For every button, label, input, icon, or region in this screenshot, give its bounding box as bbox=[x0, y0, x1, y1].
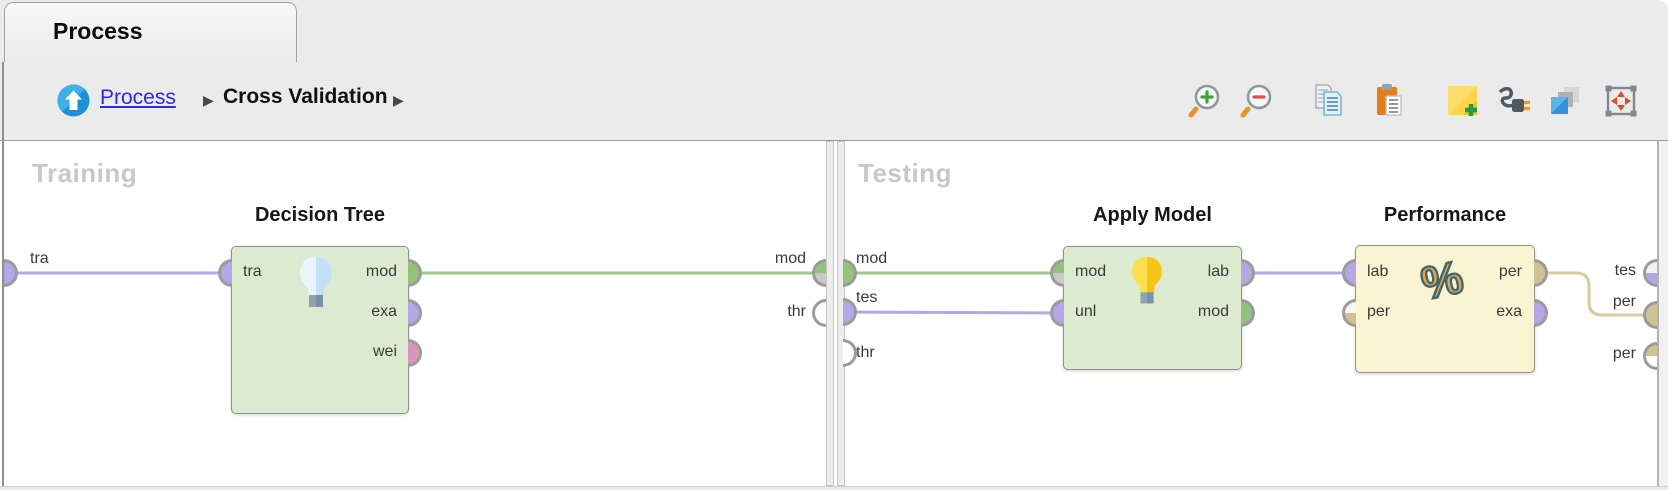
port-divider-left-mod-label: mod bbox=[774, 250, 806, 267]
lightbulb-icon bbox=[1132, 256, 1162, 304]
port-decision-tree-tra-label: tra bbox=[243, 263, 262, 280]
paste-button[interactable] bbox=[1370, 82, 1408, 120]
port-wall-tes-label: tes bbox=[1614, 262, 1636, 279]
add-note-icon bbox=[1448, 86, 1477, 116]
navigate-up-icon[interactable] bbox=[57, 84, 90, 117]
port-performance-exa-label: exa bbox=[1496, 303, 1522, 320]
port-wall-per-2-label: per bbox=[1612, 345, 1636, 362]
svg-text:%: % bbox=[1417, 252, 1468, 308]
port-performance-per-out-label: per bbox=[1498, 263, 1522, 280]
zoom-in-button[interactable] bbox=[1186, 82, 1224, 120]
testing-panel-label: Testing bbox=[858, 158, 953, 188]
port-apply-model-mod-out-label: mod bbox=[1197, 303, 1229, 320]
breadcrumb-current: Cross Validation bbox=[223, 85, 388, 108]
port-apply-model-unl-label: unl bbox=[1075, 303, 1097, 320]
lightbulb-icon bbox=[300, 257, 332, 307]
training-panel-label: Training bbox=[32, 158, 138, 188]
panel-bottom-edge bbox=[0, 486, 1668, 490]
panel-left-edge bbox=[2, 62, 4, 486]
port-performance-per-in-label: per bbox=[1367, 303, 1391, 320]
fit-to-view-button[interactable] bbox=[1602, 82, 1640, 120]
operator-performance-title: Performance bbox=[1383, 204, 1507, 226]
operator-decision-tree-title: Decision Tree bbox=[254, 204, 386, 226]
port-divider-left-thr[interactable] bbox=[812, 299, 826, 327]
port-wall-per-2[interactable] bbox=[1643, 342, 1657, 370]
auto-wire-button[interactable] bbox=[1496, 82, 1534, 120]
zoom-out-button[interactable] bbox=[1238, 82, 1276, 120]
port-apply-model-unl[interactable] bbox=[1050, 299, 1064, 327]
port-decision-tree-exa-label: exa bbox=[371, 303, 397, 320]
port-wall-tra-label: tra bbox=[30, 250, 49, 267]
port-divider-right-tes-label: tes bbox=[856, 289, 878, 306]
port-decision-tree-tra[interactable] bbox=[218, 259, 232, 287]
port-performance-lab-label: lab bbox=[1367, 263, 1389, 280]
panel-right-edge bbox=[1657, 141, 1668, 486]
add-note-button[interactable] bbox=[1444, 82, 1482, 120]
port-divider-left-thr-label: thr bbox=[787, 303, 806, 320]
zoom-in-icon bbox=[1188, 84, 1220, 118]
port-divider-right-mod-label: mod bbox=[856, 250, 888, 267]
port-divider-right-thr-label: thr bbox=[856, 344, 875, 361]
breadcrumb-link-process[interactable]: Process bbox=[100, 86, 176, 109]
operator-performance[interactable] bbox=[1355, 245, 1535, 373]
paste-icon bbox=[1377, 84, 1402, 116]
arrange-operators-icon bbox=[1551, 87, 1579, 114]
port-apply-model-mod-label: mod bbox=[1075, 263, 1107, 280]
wire-tes-to-apply-model-unl[interactable] bbox=[843, 310, 1065, 315]
auto-wire-icon bbox=[1499, 87, 1530, 112]
percent-icon: % bbox=[1415, 252, 1468, 308]
breadcrumb-separator-icon: ▶ bbox=[203, 92, 214, 108]
subprocess-divider bbox=[826, 141, 834, 486]
copy-button[interactable] bbox=[1310, 82, 1348, 120]
port-performance-per-in[interactable] bbox=[1342, 299, 1356, 327]
process-panel-header: Process Process ▶ Cross Validation ▶ bbox=[0, 0, 1668, 141]
port-decision-tree-wei-label: wei bbox=[372, 343, 397, 360]
copy-icon bbox=[1315, 84, 1342, 116]
port-apply-model-lab-label: lab bbox=[1207, 263, 1229, 280]
port-wall-per-1[interactable] bbox=[1643, 301, 1657, 329]
port-decision-tree-mod-label: mod bbox=[365, 263, 397, 280]
port-apply-model-mod[interactable] bbox=[1050, 259, 1064, 287]
breadcrumb-separator-icon: ▶ bbox=[393, 92, 404, 108]
port-wall-tes[interactable] bbox=[1643, 259, 1657, 287]
arrange-operators-button[interactable] bbox=[1546, 82, 1584, 120]
zoom-out-icon bbox=[1240, 84, 1272, 118]
tab-process-label: Process bbox=[53, 18, 143, 44]
fit-to-view-icon bbox=[1605, 85, 1637, 117]
operator-apply-model-title: Apply Model bbox=[1093, 204, 1212, 226]
port-divider-left-mod[interactable] bbox=[812, 259, 826, 287]
port-performance-lab[interactable] bbox=[1342, 259, 1356, 287]
port-wall-per-1-label: per bbox=[1612, 293, 1636, 310]
wire-performance-per-to-wall[interactable] bbox=[1535, 271, 1646, 317]
tab-process[interactable]: Process bbox=[4, 2, 297, 62]
